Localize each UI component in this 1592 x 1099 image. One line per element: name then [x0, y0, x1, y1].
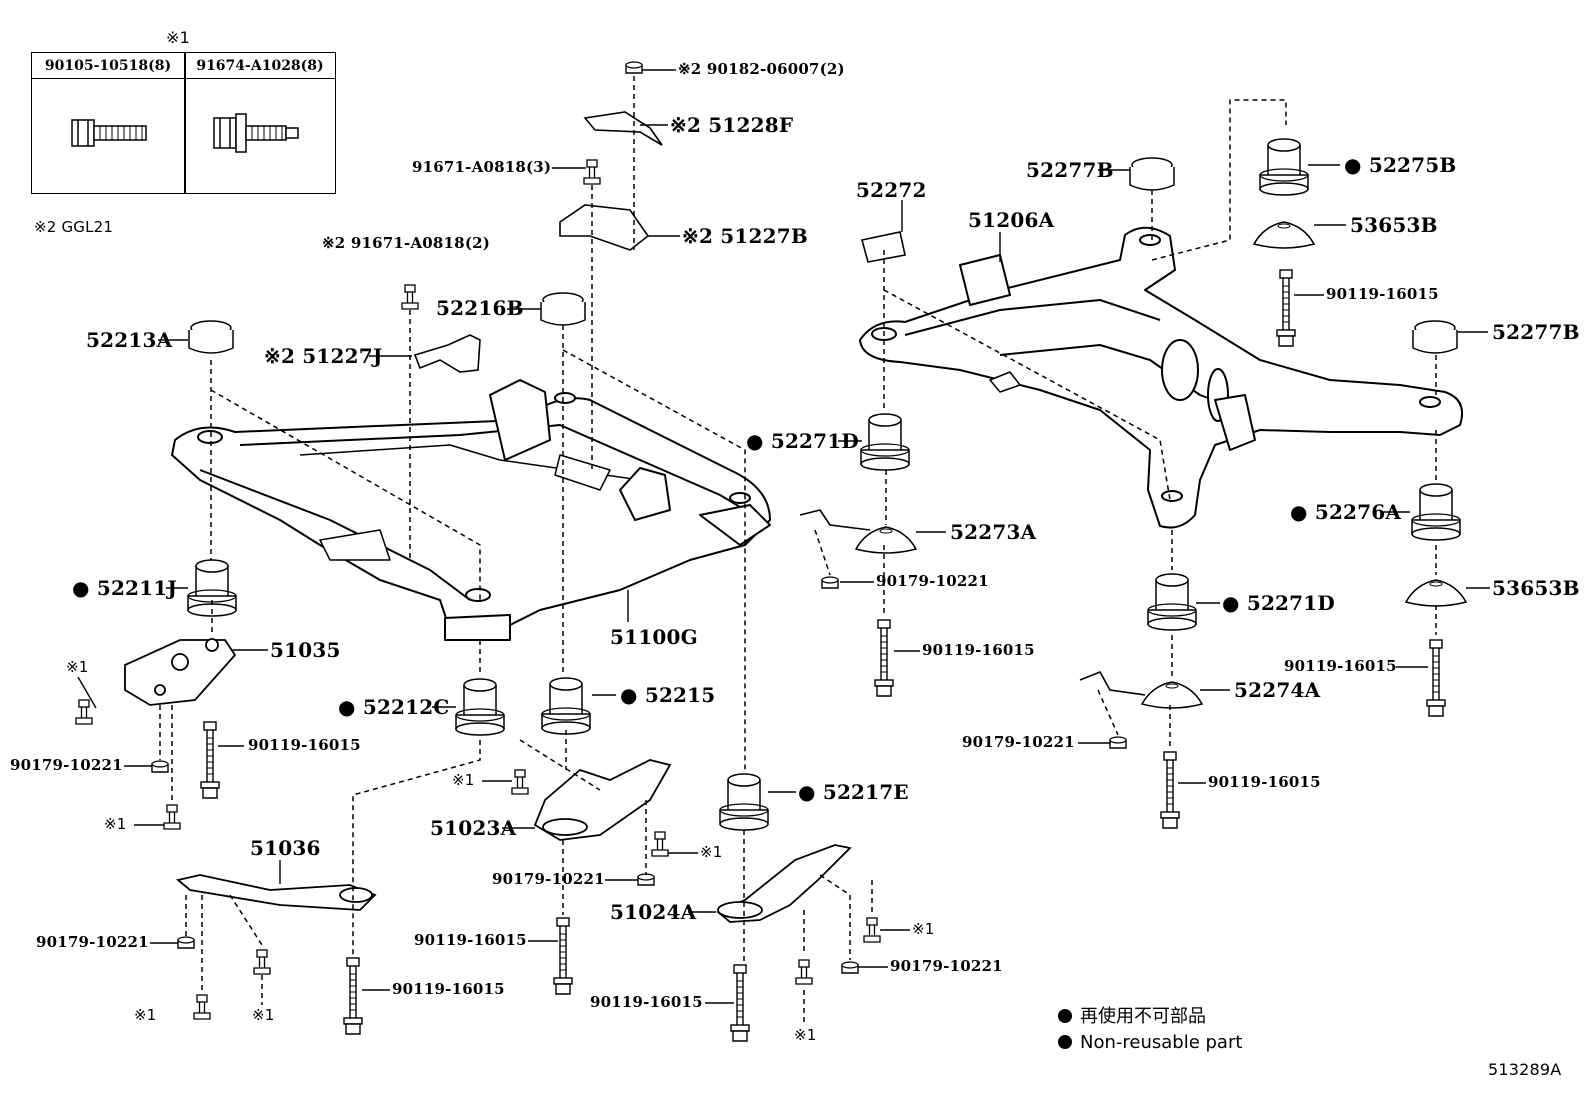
mark1-a: ※1: [66, 658, 89, 676]
label-51228f: ※2 51228F: [670, 113, 794, 137]
bracket-51227b: [559, 204, 650, 251]
rear-subframe-51206a: [859, 226, 1464, 529]
mark1-label: ※1: [166, 28, 190, 47]
label-51024a: 51024A: [610, 900, 697, 924]
label-90179-10221-c: 90179-10221: [876, 572, 989, 590]
bolt-table-divider: [184, 53, 186, 193]
label-90179-10221-r: 90179-10221: [962, 733, 1075, 751]
mark1-g: ※1: [252, 1006, 275, 1024]
label-51036: 51036: [250, 836, 321, 860]
legend-en: Non-reusable part: [1058, 1034, 1242, 1052]
label-52277b-top: 52277B: [1026, 158, 1114, 182]
label-52211j: ● 52211J: [72, 576, 178, 600]
mark1-d: ※1: [700, 843, 723, 861]
label-90119-16015-l2: 90119-16015: [392, 980, 505, 998]
bracket-51036: [176, 874, 377, 911]
label-52271d-left: ● 52271D: [746, 429, 859, 453]
bolt-table: 90105-10518(8) 91674-A1028(8): [31, 52, 336, 194]
legend-dot-icon: [1058, 1035, 1072, 1049]
mark1-h: ※1: [794, 1026, 817, 1044]
bracket-51228f: [583, 111, 663, 146]
label-52213a: 52213A: [86, 328, 173, 352]
label-52271d-right: ● 52271D: [1222, 591, 1335, 615]
bracket-52274a: [1079, 670, 1146, 696]
label-52275b: ● 52275B: [1344, 153, 1457, 177]
label-90119-16015-r1: 90119-16015: [1326, 285, 1439, 303]
label-52273a: 52273A: [950, 520, 1037, 544]
bolt-table-col2: 91674-A1028(8): [184, 53, 336, 79]
label-90119-16015-r3: 90119-16015: [1208, 773, 1321, 791]
label-52274a: 52274A: [1234, 678, 1321, 702]
bracket-51035: [124, 638, 237, 706]
label-52215: ● 52215: [620, 683, 716, 707]
label-90119-16015-m2: 90119-16015: [590, 993, 703, 1011]
diagram-code: 513289A: [1488, 1060, 1562, 1079]
label-91671-a0818-2: ※2 91671-A0818(2): [322, 234, 491, 252]
mark1-c: ※1: [452, 771, 475, 789]
assembly-lines: [159, 76, 1437, 1025]
label-51023a: 51023A: [430, 816, 517, 840]
legend-dot-icon: [1058, 1009, 1072, 1023]
label-52212c: ● 52212C: [338, 695, 450, 719]
label-90119-16015-r2: 90119-16015: [1284, 657, 1397, 675]
label-51227j: ※2 51227J: [264, 344, 383, 368]
label-51206a: 51206A: [968, 208, 1055, 232]
front-subframe-51100g: [171, 379, 771, 641]
label-90179-10221-l1: 90179-10221: [10, 756, 123, 774]
label-52216b: 52216B: [436, 296, 524, 320]
label-52277b-right: 52277B: [1492, 320, 1580, 344]
mark2-code-note: ※2 GGL21: [34, 218, 114, 236]
mark1-b: ※1: [104, 815, 127, 833]
label-51035: 51035: [270, 638, 341, 662]
label-52276a: ● 52276A: [1290, 500, 1402, 524]
label-91671-a0818-3: 91671-A0818(3): [412, 158, 552, 176]
label-90179-10221-m2: 90179-10221: [890, 957, 1003, 975]
label-52217e: ● 52217E: [798, 780, 909, 804]
label-90119-16015-m1: 90119-16015: [414, 931, 527, 949]
label-90179-10221-m1: 90179-10221: [492, 870, 605, 888]
label-51100g: 51100G: [610, 625, 698, 649]
label-53653b-right: 53653B: [1492, 576, 1580, 600]
legend-jp: 再使用不可部品: [1058, 1008, 1206, 1026]
label-90182-06007: ※2 90182-06007(2): [678, 60, 845, 78]
mark1-f: ※1: [134, 1006, 157, 1024]
bolt-table-col1: 90105-10518(8): [32, 53, 184, 79]
label-90179-10221-l2: 90179-10221: [36, 933, 149, 951]
stopper-52272: [861, 231, 906, 263]
bracket-51024a: [716, 844, 852, 923]
mark1-e: ※1: [912, 920, 935, 938]
bracket-51227j: [413, 334, 481, 373]
label-90119-16015-l1: 90119-16015: [248, 736, 361, 754]
label-90119-16015-c: 90119-16015: [922, 641, 1035, 659]
bracket-52273a: [799, 509, 871, 531]
bolt-91674-a1028: [213, 113, 299, 153]
bracket-51023a: [533, 759, 672, 841]
label-53653b-top: 53653B: [1350, 213, 1438, 237]
label-51227b: ※2 51227B: [682, 224, 808, 248]
bolt-90105-10518: [71, 119, 147, 147]
label-52272: 52272: [856, 178, 927, 202]
leader-lines: [77, 69, 1490, 1004]
